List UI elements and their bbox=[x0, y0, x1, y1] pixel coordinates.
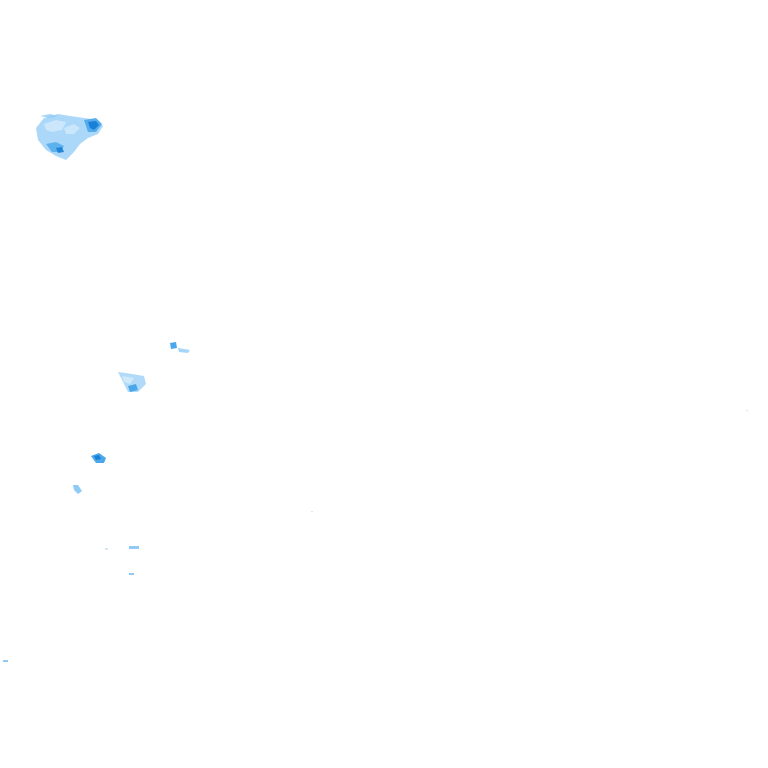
echo-specks bbox=[3, 410, 748, 662]
echo-cell-southwest bbox=[73, 485, 82, 494]
speck-e bbox=[311, 511, 313, 512]
speck-c bbox=[129, 573, 134, 575]
speck-b bbox=[105, 548, 108, 550]
echo-cell-west bbox=[91, 453, 106, 463]
speck-d bbox=[3, 660, 8, 662]
echo-cell-central bbox=[118, 372, 146, 392]
speck-f bbox=[746, 410, 748, 411]
echo-cell-central-north bbox=[170, 342, 190, 353]
echo-patch-northwest bbox=[36, 114, 103, 160]
speck-a bbox=[129, 546, 139, 549]
